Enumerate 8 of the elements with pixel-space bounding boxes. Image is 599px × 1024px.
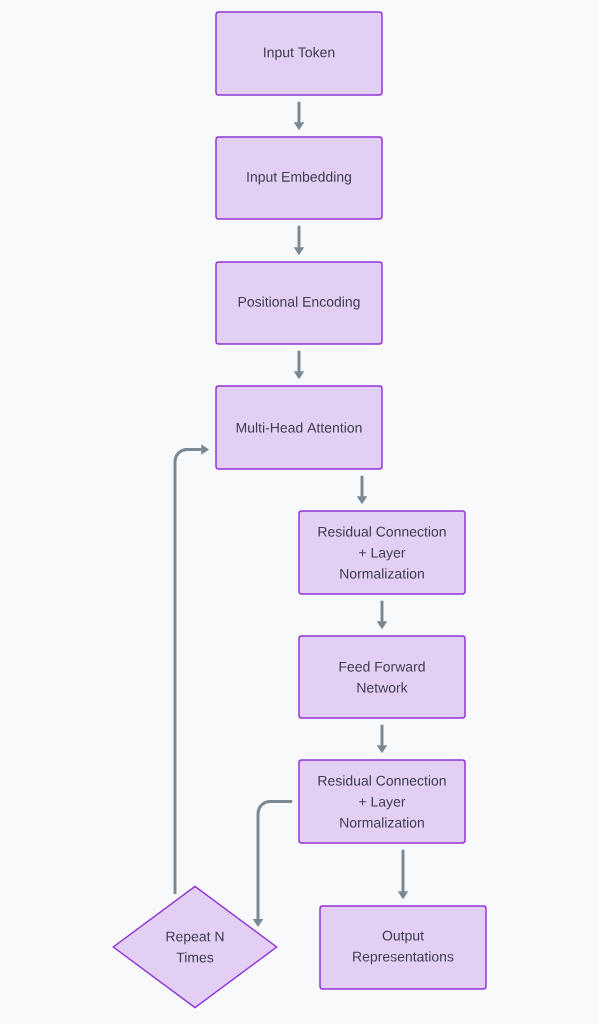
process-box: Input Token (215, 11, 383, 96)
process-box: Residual Connection + Layer Normalization (298, 759, 466, 844)
process-box: Feed Forward Network (298, 635, 466, 719)
process-box: Input Embedding (215, 136, 383, 220)
process-box: Residual Connection + Layer Normalization (298, 510, 466, 595)
process-box: Output Representations (319, 905, 487, 990)
process-box: Multi-Head Attention (215, 385, 383, 470)
process-box: Positional Encoding (215, 261, 383, 345)
